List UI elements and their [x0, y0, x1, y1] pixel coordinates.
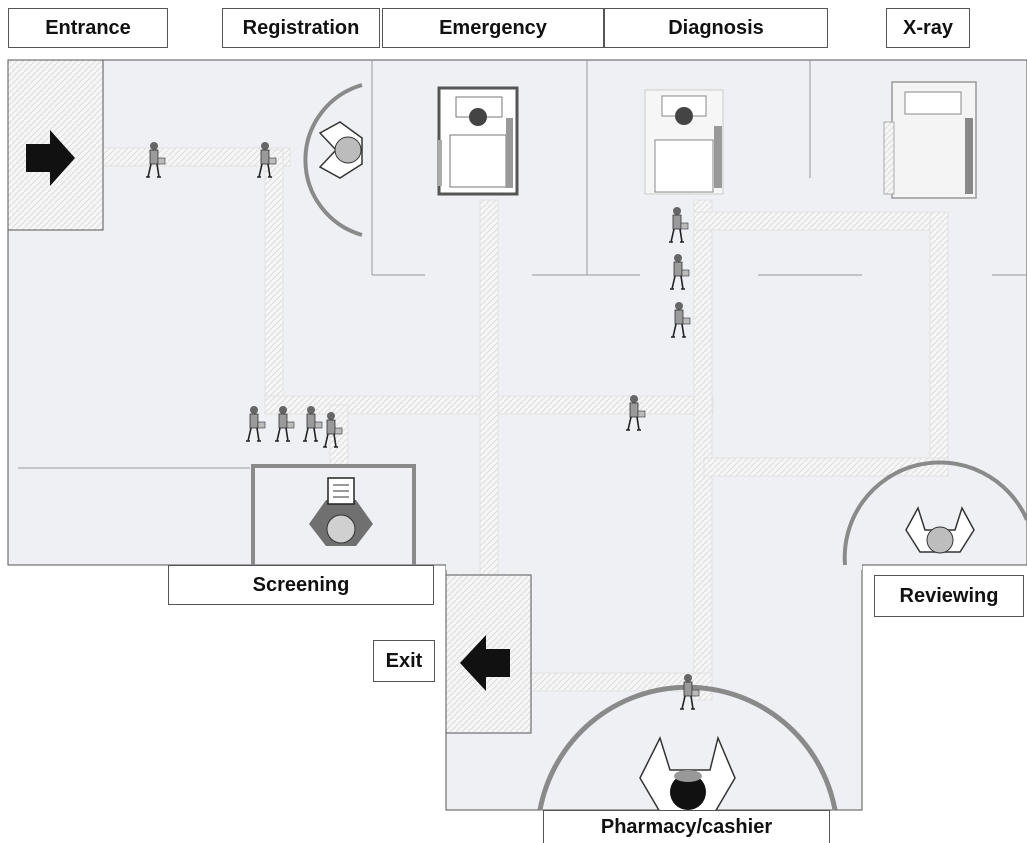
- label-emergency: Emergency: [382, 8, 604, 48]
- staff-desk-icon: [639, 735, 736, 813]
- staff-desk-icon: [318, 121, 363, 179]
- label-reviewing: Reviewing: [874, 575, 1024, 617]
- arrow-right-icon: [26, 130, 75, 186]
- document-icon: [327, 477, 355, 505]
- label-registration: Registration: [222, 8, 380, 48]
- partition-walls: [18, 60, 1027, 469]
- screening-booth: [251, 464, 416, 565]
- label-exit: Exit: [373, 640, 435, 682]
- staff-desk-icon: [309, 500, 373, 546]
- reviewing-counter: [842, 460, 1027, 566]
- xray-machine-icon: [883, 81, 977, 199]
- hospital-bed-icon: [437, 86, 519, 196]
- label-diagnosis: Diagnosis: [604, 8, 828, 48]
- label-screening: Screening: [168, 565, 434, 605]
- registration-counter: [303, 83, 363, 237]
- label-pharmacy-cashier: Pharmacy/cashier: [543, 810, 830, 843]
- label-xray: X-ray: [886, 8, 970, 48]
- label-entrance: Entrance: [8, 8, 168, 48]
- staff-desk-icon: [905, 506, 975, 554]
- hospital-bed-icon: [644, 89, 724, 195]
- arrow-left-icon: [460, 635, 510, 691]
